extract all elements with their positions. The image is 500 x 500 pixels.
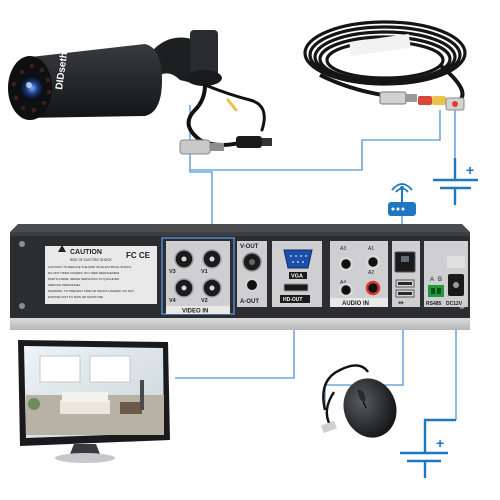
camera-brand-label: DIDseth: [54, 51, 70, 90]
label-a: A: [430, 277, 434, 283]
v-out-a-out-panel: V-OUT A-OUT: [237, 241, 267, 307]
caution-line-4: SERVICE PERSONNEL.: [48, 283, 81, 287]
usb-mouse: [321, 364, 397, 438]
hd-out-port[interactable]: [283, 283, 309, 292]
video-in-panel: V3 V1 V4 V2 VIDEO IN: [166, 241, 230, 315]
label-v2: V2: [201, 298, 208, 304]
cable-label-tag: [349, 33, 411, 57]
ir-led-ring: [11, 63, 52, 113]
audio-port-a2[interactable]: [365, 280, 381, 296]
power-supply-icon-top: [433, 158, 478, 205]
label-v3: V3: [169, 269, 176, 275]
label-a2: A2: [368, 270, 374, 276]
caution-label: CAUTION RISK OF ELECTRIC SHOCK CAUTION: …: [45, 245, 157, 304]
audio-port-a3[interactable]: [338, 256, 354, 272]
audio-port-a4[interactable]: [338, 282, 354, 298]
camera-lens: [21, 77, 43, 99]
label-a3: A3: [340, 246, 346, 252]
label-v1: V1: [201, 269, 208, 275]
a-out-port[interactable]: [245, 278, 259, 292]
power-supply-icon-bottom: [400, 418, 456, 478]
vga-hd-panel: VGA HD-OUT: [272, 241, 322, 307]
video-power-cable-coil: [303, 20, 467, 102]
svg-text:V3 V1 V4 V2: V3 V1 V4 V2: [169, 269, 209, 304]
rs485-label: RS485: [426, 301, 442, 307]
label-a4: A4: [340, 280, 346, 286]
label-b: B: [438, 277, 442, 283]
vga-port[interactable]: [283, 249, 313, 269]
a-out-label: A-OUT: [240, 299, 259, 305]
camera-bnc-connector: [179, 136, 272, 155]
vga-label: VGA: [291, 274, 303, 280]
rs485-dc-panel: A B RS485 DC12V: [424, 241, 468, 307]
caution-line-6: EXPOSE UNIT TO RAIN OR MOISTURE.: [48, 295, 104, 299]
label-v4: V4: [169, 298, 177, 304]
power-plus-sign-top: +: [466, 162, 474, 178]
svg-text:A3 A1 A4 A2: A3 A1 A4 A2: [340, 246, 376, 286]
hd-out-label: HD-OUT: [283, 297, 302, 303]
mouse-body: [343, 378, 397, 438]
cable-ends: [379, 91, 465, 111]
bullet-camera: DIDseth: [8, 30, 222, 120]
rs485-terminal[interactable]: [428, 285, 444, 297]
usb-icon: ⇹: [398, 300, 404, 307]
power-plus-sign-bottom: +: [436, 435, 444, 451]
video-in-label: VIDEO IN: [182, 309, 208, 315]
caution-line-2: DO NOT OPEN COVERS. NO USER SERVICEABLE: [48, 271, 119, 275]
lan-usb-panel: ⇹: [392, 241, 420, 307]
compliance-marks: FC CE: [126, 251, 151, 260]
audio-in-label: AUDIO IN: [342, 301, 369, 307]
ab-labels: A B: [430, 277, 442, 283]
caution-line-5: WARNING: TO PREVENT FIRE OR SHOCK HAZARD…: [48, 289, 134, 293]
caution-subtitle: RISK OF ELECTRIC SHOCK: [70, 258, 112, 262]
dc-label: DC12V: [446, 301, 463, 307]
monitor-screen-room-scene: [26, 355, 164, 435]
router-icon: [388, 183, 416, 216]
v-out-label: V-OUT: [240, 244, 259, 250]
caution-title: CAUTION: [70, 249, 102, 256]
label-a1: A1: [368, 246, 374, 252]
caution-text: CAUTION: TO REDUCE THE RISK OF ELECTRICA…: [48, 265, 135, 299]
monitor: [18, 340, 170, 463]
caution-line-1: CAUTION: TO REDUCE THE RISK OF ELECTRICA…: [48, 265, 132, 269]
audio-port-a1[interactable]: [365, 254, 381, 270]
caution-line-3: PARTS INSIDE. REFER SERVICING TO QUALIFI…: [48, 277, 120, 281]
audio-in-panel: A3 A1 A4 A2 AUDIO IN: [330, 241, 388, 307]
